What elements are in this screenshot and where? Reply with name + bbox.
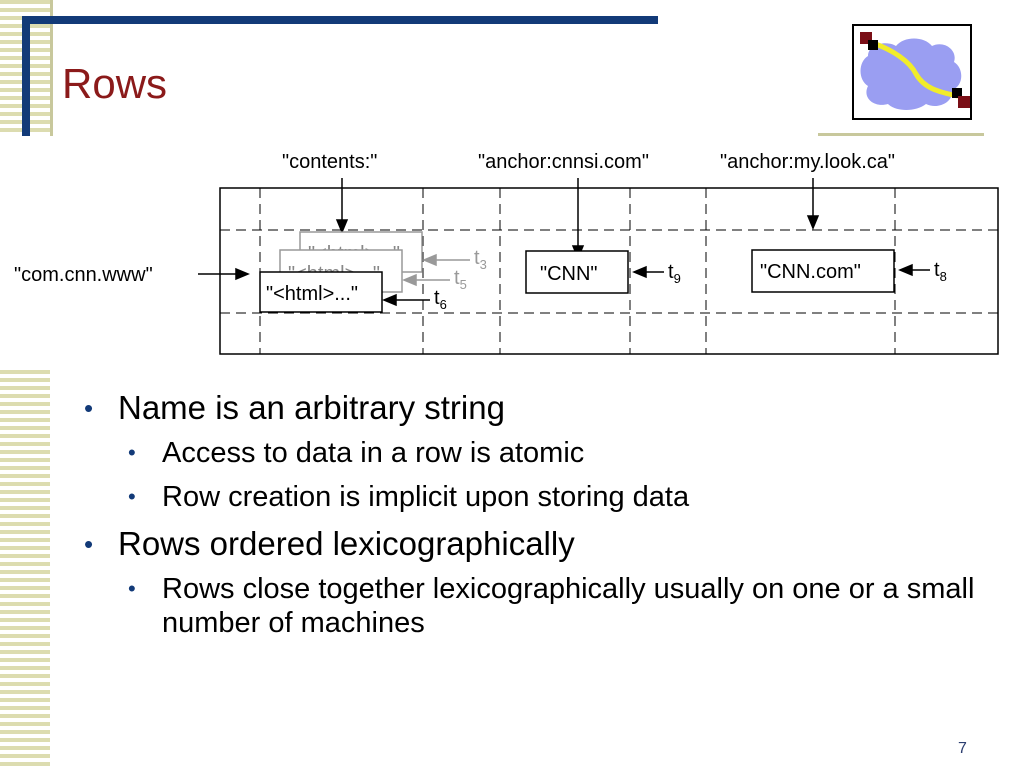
contents-version-t6: "<html>..." [259,271,383,313]
cell-anchor-cnnsi: "CNN" [540,263,598,285]
bullet-dot-icon: • [128,576,136,601]
column-label-contents: "contents:" [282,151,377,173]
bullet-dot-icon: • [128,484,136,509]
header-bar-vertical [22,16,30,136]
bullet-item: •Name is an arbitrary string [84,389,505,426]
column-label-anchor-cnnsi: "anchor:cnnsi.com" [478,151,649,173]
bullet-dot-icon: • [84,529,94,559]
row-label: "com.cnn.www" [14,264,153,286]
bullet-list: •Name is an arbitrary string •Access to … [80,388,1000,650]
cell-anchor-mylook: "CNN.com" [760,261,861,283]
row-arrow [198,267,250,281]
timestamp-t3: t3 [474,247,487,272]
page-number: 7 [958,740,967,757]
bullet-item: •Rows close together lexicographically u… [128,573,975,639]
bullet-dot-icon: • [128,440,136,465]
timestamp-t9: t9 [668,261,681,286]
decorative-stripes-bottom [0,370,50,768]
timestamp-t5: t5 [454,267,467,292]
logo-underline [818,133,984,136]
bullet-item: •Rows ordered lexicographically [84,525,575,562]
timestamp-t6: t6 [434,287,447,312]
bullet-dot-icon: • [84,393,94,423]
row-diagram: "contents:" "anchor:cnnsi.com" "anchor:m… [14,151,999,355]
bullet-item: •Access to data in a row is atomic [128,437,585,469]
slide-title: Rows [62,60,168,107]
timestamp-t8: t8 [934,259,947,284]
table-grid [219,187,999,355]
timestamp-arrows [402,253,470,287]
network-cloud-icon [852,24,972,120]
decorative-stripe-edge [50,0,53,136]
bullet-item: •Row creation is implicit upon storing d… [128,481,690,513]
column-label-anchor-mylook: "anchor:my.look.ca" [720,151,895,173]
cell-contents-t6: "<html>..." [266,283,358,305]
header-bar [22,16,658,24]
